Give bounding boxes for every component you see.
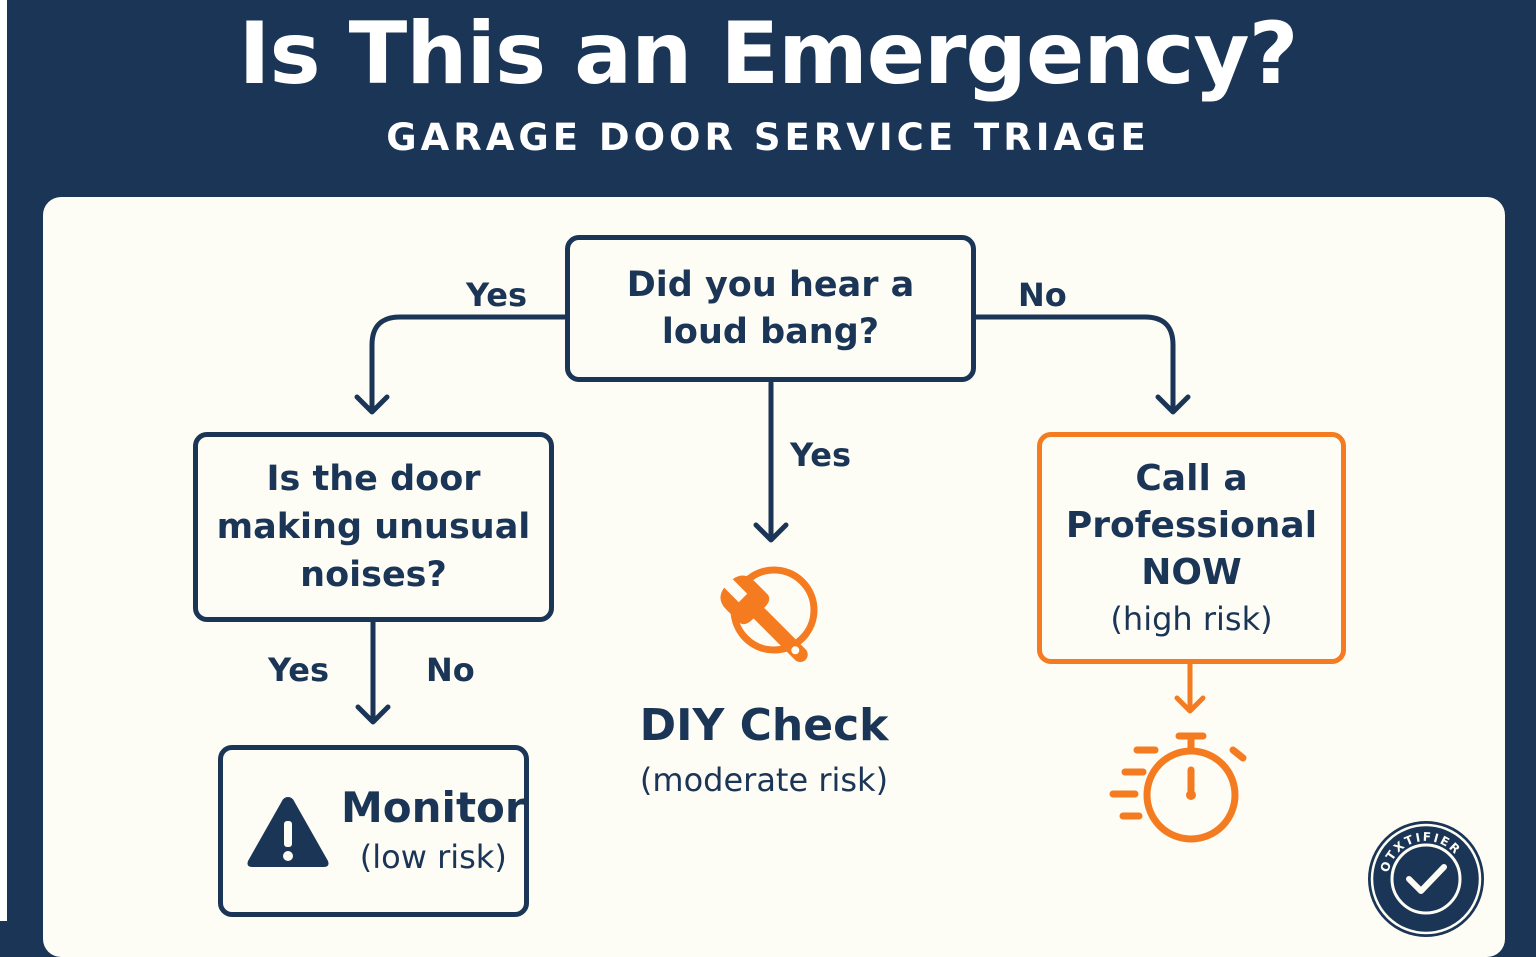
monitor-risk: (low risk) — [359, 838, 507, 876]
question-loud-bang-line1: Did you hear a — [626, 264, 915, 305]
label-q1-no-right: No — [1018, 276, 1067, 314]
question-loud-bang: Did you hear a loud bang? — [565, 235, 976, 382]
page-subtitle: GARAGE DOOR SERVICE TRIAGE — [386, 116, 1150, 159]
warning-icon — [247, 797, 329, 867]
monitor-title: Monitor — [341, 783, 526, 832]
label-q2-yes: Yes — [268, 651, 329, 689]
question-unusual-noises-line3: noises? — [300, 555, 447, 595]
outcome-call-professional: Call a Professional NOW (high risk) — [1037, 432, 1346, 664]
label-q1-yes-left: Yes — [466, 276, 527, 314]
question-unusual-noises-line1: Is the door — [266, 459, 481, 499]
wrench-icon — [720, 566, 818, 663]
label-q1-yes-down: Yes — [790, 436, 851, 474]
outcome-monitor: Monitor (low risk) — [218, 745, 529, 917]
stopwatch-icon — [1109, 732, 1247, 843]
label-q2-no: No — [426, 651, 475, 689]
question-unusual-noises-line2: making unusual — [216, 507, 531, 547]
page-title: Is This an Emergency? — [238, 4, 1299, 104]
left-edge-strip — [0, 0, 7, 921]
call-professional-line1: Call a — [1135, 457, 1248, 499]
call-professional-line2: Professional — [1065, 504, 1318, 546]
call-professional-line3: NOW — [1141, 551, 1242, 593]
diy-check-risk: (moderate risk) — [639, 761, 889, 799]
call-professional-risk: (high risk) — [1110, 599, 1273, 638]
check-badge-icon: OTXTIFIER — [1368, 821, 1484, 937]
question-loud-bang-line2: loud bang? — [661, 311, 880, 352]
question-unusual-noises: Is the door making unusual noises? — [193, 432, 554, 622]
diy-check-title: DIY Check — [639, 700, 889, 751]
